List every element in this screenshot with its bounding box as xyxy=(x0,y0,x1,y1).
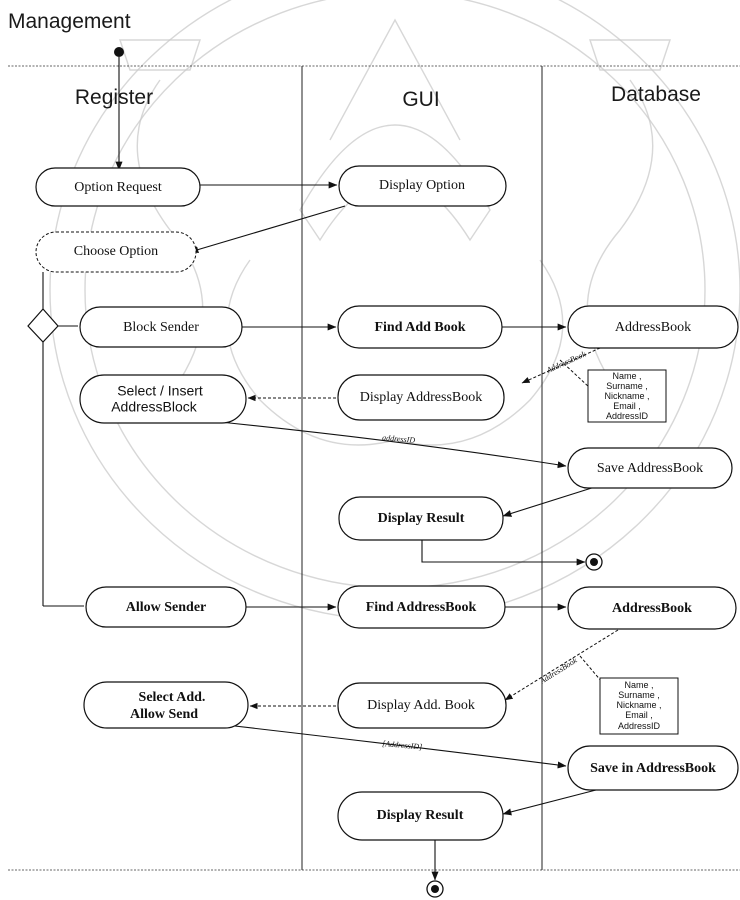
note-link-2 xyxy=(579,655,603,683)
node-label: Choose Option xyxy=(74,244,158,259)
node-choose-option[interactable]: Choose Option xyxy=(35,231,197,273)
initial-node xyxy=(114,47,124,57)
lane-title-database: Database xyxy=(611,83,701,106)
node-addressbook-2[interactable]: AddressBook xyxy=(567,586,737,630)
edges: AddressBook addressID AddressBook [Addre… xyxy=(42,181,619,881)
node-display-result-2[interactable]: Display Result xyxy=(337,791,504,841)
note-line: AddressID xyxy=(618,721,661,731)
node-label: Display Result xyxy=(377,808,464,823)
note-addressbook-fields-1: Name , Surname , Nickname , Email , Addr… xyxy=(587,369,667,423)
flow-save-addressbook-to-display-result xyxy=(502,485,599,517)
page-title: Management xyxy=(8,10,131,33)
flow-addressbook-to-display-add-book xyxy=(504,629,619,701)
flow-addressbook-to-display-addressbook xyxy=(521,347,601,384)
nodes: Option Request Choose Option Display Opt… xyxy=(27,165,739,898)
note-line: Email , xyxy=(613,401,641,411)
note-line: AddressID xyxy=(606,411,649,421)
node-label-line2: AddressBlock xyxy=(111,399,198,415)
node-label: Display Option xyxy=(379,178,465,193)
decision-node xyxy=(27,308,59,343)
node-label: Find Add Book xyxy=(374,320,465,335)
node-label: Save AddressBook xyxy=(597,461,703,476)
node-find-addressbook[interactable]: Find AddressBook xyxy=(337,585,506,629)
node-label: Save in AddressBook xyxy=(590,761,716,776)
swimlanes: Register GUI Database xyxy=(8,65,740,871)
node-find-add-book[interactable]: Find Add Book xyxy=(337,305,503,349)
lane-title-register: Register xyxy=(75,86,153,109)
note-line: Email , xyxy=(625,710,653,720)
node-display-result-1[interactable]: Display Result xyxy=(338,496,504,541)
note-line: Name , xyxy=(612,371,641,381)
node-label: Option Request xyxy=(74,180,162,195)
node-label: Display Result xyxy=(378,511,465,526)
node-label: Block Sender xyxy=(123,320,199,335)
node-label: Display Add. Book xyxy=(367,698,475,713)
note-line: Name , xyxy=(624,680,653,690)
node-block-sender[interactable]: Block Sender xyxy=(79,306,243,348)
node-label-line2: Allow Send xyxy=(130,707,198,722)
flow-label-addressbook-1: AddressBook xyxy=(544,349,587,375)
flow-select-insert-to-save-addressbook xyxy=(199,419,567,469)
flow-select-add-to-save-in-addressbook xyxy=(199,721,567,769)
note-addressbook-fields-2: Name , Surname , Nickname , Email , Addr… xyxy=(599,677,679,735)
node-display-add-book[interactable]: Display Add. Book xyxy=(337,682,507,729)
node-label: Allow Sender xyxy=(126,600,207,615)
node-display-addressbook[interactable]: Display AddressBook xyxy=(337,374,505,421)
node-allow-sender[interactable]: Allow Sender xyxy=(85,586,247,628)
flow-save-in-addressbook-to-display-result xyxy=(502,789,597,816)
note-line: Nickname , xyxy=(616,700,661,710)
node-option-request[interactable]: Option Request xyxy=(35,167,201,207)
flow-display-option-to-choose-option xyxy=(189,205,346,253)
note-line: Nickname , xyxy=(604,391,649,401)
final-node-1 xyxy=(585,553,603,571)
final-node-2 xyxy=(426,880,444,898)
note-link-1 xyxy=(559,359,591,389)
node-addressbook-1[interactable]: AddressBook xyxy=(567,305,739,349)
note-line: Surname , xyxy=(606,381,648,391)
node-label: AddressBook xyxy=(612,601,692,616)
node-label: Find AddressBook xyxy=(366,600,477,615)
node-label-line1: Select Add. xyxy=(139,690,206,705)
node-label-line1: Select / Insert xyxy=(117,383,203,399)
node-display-option[interactable]: Display Option xyxy=(338,165,507,207)
flow-display-result-to-final-1 xyxy=(421,540,586,566)
node-select-insert-addressblock[interactable]: Select / Insert AddressBlock xyxy=(79,374,247,424)
lane-title-gui: GUI xyxy=(402,88,439,111)
note-line: Surname , xyxy=(618,690,660,700)
node-select-add-allow-send[interactable]: Select Add. Allow Send xyxy=(83,681,249,729)
node-label: AddressBook xyxy=(615,320,691,335)
flow-label-addressid-1: addressID xyxy=(382,433,416,445)
node-label: Display AddressBook xyxy=(360,390,483,405)
flow-label-addressbook-2: AddressBook xyxy=(537,656,579,687)
node-save-in-addressbook[interactable]: Save in AddressBook xyxy=(567,745,739,791)
flow-label-addressid-2: [AddressID] xyxy=(382,739,423,751)
node-save-addressbook[interactable]: Save AddressBook xyxy=(567,447,733,489)
